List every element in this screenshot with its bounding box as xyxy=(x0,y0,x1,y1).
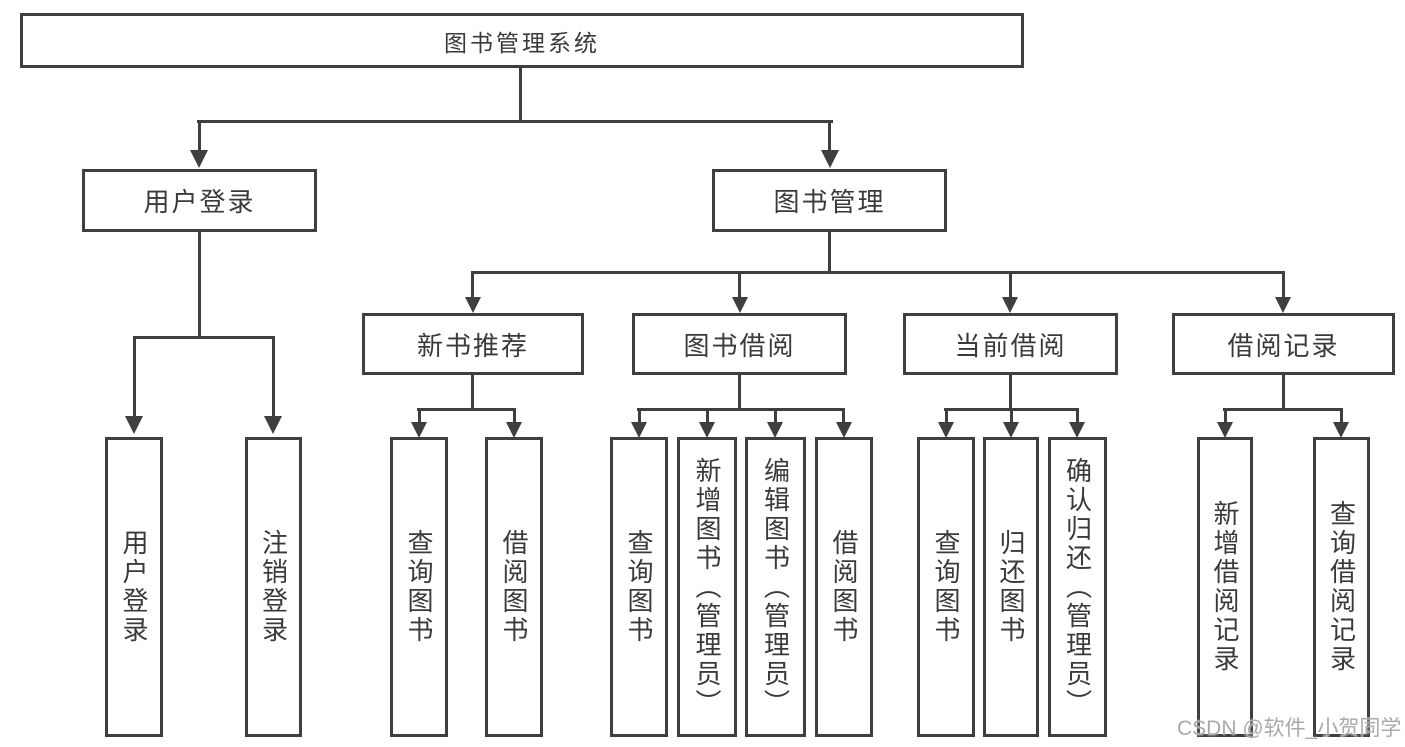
leaf-label: 查询图书 xyxy=(931,529,961,645)
arrowhead-down-icon xyxy=(1069,422,1085,438)
node-book-management-label: 图书管理 xyxy=(773,187,886,217)
arrowhead-down-icon xyxy=(506,422,522,438)
arrowhead-down-icon xyxy=(264,416,282,434)
node-root: 图书管理系统 xyxy=(20,13,1024,68)
node-user-login-label: 用户登录 xyxy=(143,187,256,217)
connector-shaft xyxy=(471,271,474,299)
arrowhead-down-icon xyxy=(938,422,954,438)
leaf-return-book: 归还图书 xyxy=(983,437,1039,737)
arrowhead-down-icon xyxy=(732,297,748,313)
connector-root-hline xyxy=(197,120,833,123)
leaf-label: 归还图书 xyxy=(996,529,1026,645)
arrowhead-down-icon xyxy=(1275,297,1291,313)
connector-stem xyxy=(828,232,831,271)
node-book-borrow: 图书借阅 xyxy=(632,313,847,375)
connector-stem xyxy=(738,375,741,408)
connector-stem xyxy=(1282,375,1285,408)
node-borrow-records: 借阅记录 xyxy=(1172,313,1395,375)
connector-hline xyxy=(471,271,1285,274)
arrowhead-down-icon xyxy=(699,422,715,438)
node-user-login: 用户登录 xyxy=(82,169,317,232)
connector-shaft xyxy=(828,120,831,152)
connector-stem xyxy=(471,375,474,408)
leaf-borrow-book-1: 借阅图书 xyxy=(485,437,543,737)
connector-shaft xyxy=(1010,408,1013,424)
leaf-label: 借阅图书 xyxy=(499,529,529,645)
connector-shaft xyxy=(198,120,201,152)
leaf-edit-book-admin: 编辑图书（管理员） xyxy=(745,437,806,737)
leaf-label: 查询图书 xyxy=(404,529,434,645)
leaf-label: 新增图书（管理员） xyxy=(692,456,722,718)
arrowhead-down-icon xyxy=(767,422,783,438)
leaf-query-book-1: 查询图书 xyxy=(390,437,448,737)
leaf-borrow-book-2: 借阅图书 xyxy=(815,437,873,737)
leaf-label: 确认归还（管理员） xyxy=(1062,456,1093,718)
arrowhead-down-icon xyxy=(411,422,427,438)
arrowhead-down-icon xyxy=(125,416,143,434)
arrowhead-down-icon xyxy=(1003,422,1019,438)
node-root-label: 图书管理系统 xyxy=(444,29,600,56)
node-label: 当前借阅 xyxy=(954,330,1067,361)
leaf-label: 查询借阅记录 xyxy=(1326,500,1357,674)
leaf-label: 编辑图书（管理员） xyxy=(760,456,791,718)
connector-hline xyxy=(133,336,275,339)
connector-shaft xyxy=(513,408,516,424)
connector-shaft xyxy=(1282,271,1285,299)
leaf-confirm-return-admin: 确认归还（管理员） xyxy=(1048,437,1107,737)
arrowhead-down-icon xyxy=(1217,422,1233,438)
leaf-user-login: 用户登录 xyxy=(105,437,163,737)
arrowhead-down-icon xyxy=(821,150,839,168)
connector-hline xyxy=(1223,408,1343,411)
connector-shaft xyxy=(842,408,845,424)
node-current-borrow: 当前借阅 xyxy=(903,313,1118,375)
leaf-add-borrow-record: 新增借阅记录 xyxy=(1197,437,1253,737)
leaf-query-book-3: 查询图书 xyxy=(917,437,975,737)
csdn-watermark: CSDN @软件_小贺同学 xyxy=(1177,717,1402,740)
connector-root-stem xyxy=(519,68,522,120)
connector-hline xyxy=(417,408,516,411)
arrowhead-down-icon xyxy=(465,297,481,313)
leaf-label: 新增借阅记录 xyxy=(1210,500,1240,674)
connector-shaft xyxy=(738,271,741,299)
connector-shaft xyxy=(774,408,777,424)
leaf-query-book-2: 查询图书 xyxy=(610,437,668,737)
leaf-label: 借阅图书 xyxy=(829,529,859,645)
leaf-label: 用户登录 xyxy=(119,529,149,645)
connector-shaft xyxy=(1340,408,1343,424)
connector-shaft xyxy=(1009,271,1012,299)
connector-shaft xyxy=(133,336,136,418)
leaf-label: 查询图书 xyxy=(624,529,654,645)
connector-shaft xyxy=(418,408,421,424)
connector-shaft xyxy=(272,336,275,418)
connector-shaft xyxy=(638,408,641,424)
node-book-management: 图书管理 xyxy=(712,169,947,232)
arrowhead-down-icon xyxy=(836,422,852,438)
connector-shaft xyxy=(706,408,709,424)
leaf-query-borrow-record: 查询借阅记录 xyxy=(1313,437,1370,737)
leaf-add-book-admin: 新增图书（管理员） xyxy=(677,437,737,737)
leaf-logout: 注销登录 xyxy=(245,437,302,737)
connector-stem xyxy=(1009,375,1012,408)
connector-hline xyxy=(637,408,845,411)
connector-shaft xyxy=(1076,408,1079,424)
node-new-book-recommend: 新书推荐 xyxy=(362,313,584,375)
node-label: 新书推荐 xyxy=(416,330,529,361)
arrowhead-down-icon xyxy=(1002,297,1018,313)
connector-shaft xyxy=(1224,408,1227,424)
connector-stem xyxy=(198,232,201,336)
connector-shaft xyxy=(945,408,948,424)
node-label: 借阅记录 xyxy=(1227,330,1340,361)
leaf-label: 注销登录 xyxy=(258,529,289,645)
arrowhead-down-icon xyxy=(1333,422,1349,438)
node-label: 图书借阅 xyxy=(683,330,796,361)
arrowhead-down-icon xyxy=(631,422,647,438)
arrowhead-down-icon xyxy=(190,150,208,168)
